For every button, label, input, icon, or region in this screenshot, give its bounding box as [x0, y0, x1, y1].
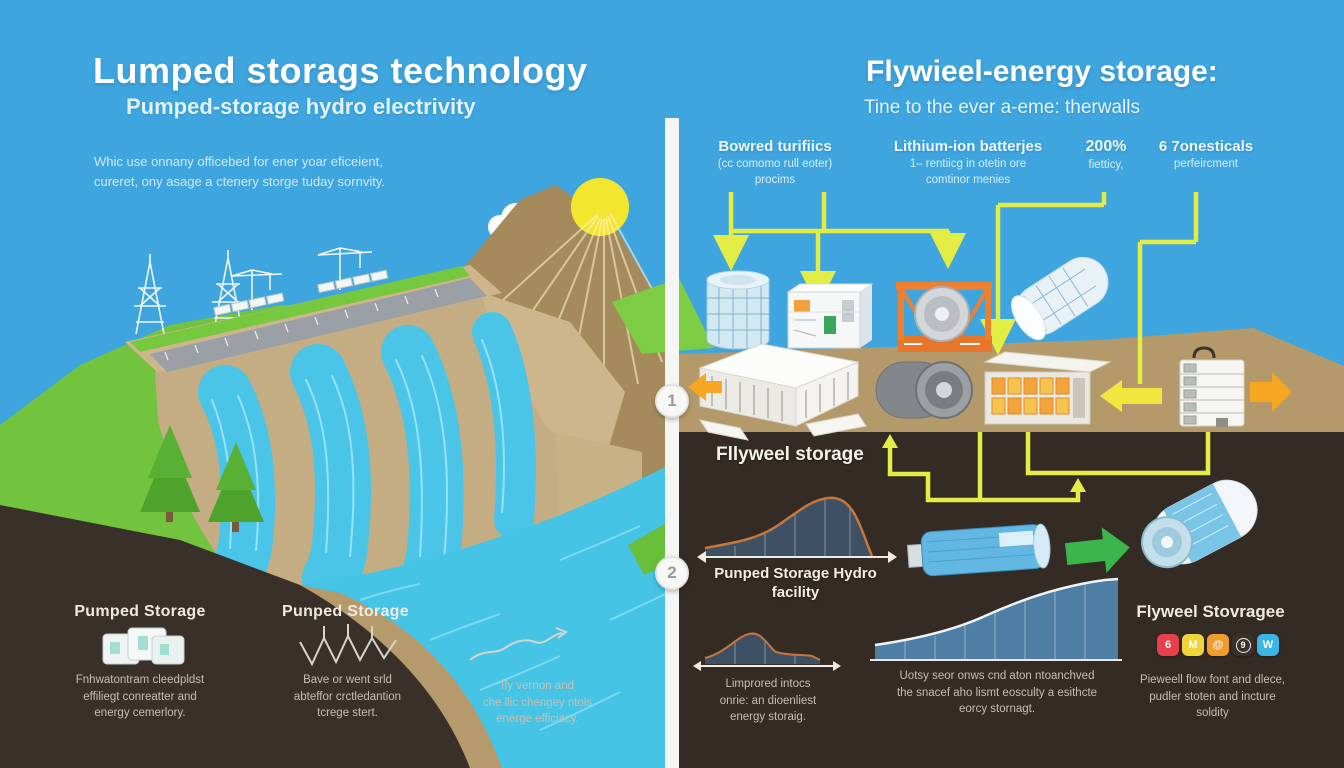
- chart3-caption: Uotsy seor onws cnd aton ntoanchved the …: [896, 670, 1098, 716]
- squiggle-arrow-icon: [469, 627, 569, 661]
- right-footer-title: Flyweel Stovragee: [1136, 602, 1285, 621]
- divider-bar: [665, 118, 679, 768]
- column-sub: 1– rentiicg in otetin ore comtinor menie…: [909, 158, 1027, 186]
- left-intro: Whic use onnany officebed for ener yoar …: [94, 152, 385, 192]
- left-footer-caption-2: Bave or went srld abteffor crctledantion…: [293, 674, 402, 720]
- column-title: Lithium-ion batterjes: [893, 138, 1043, 155]
- waterfall-texture: [211, 339, 505, 561]
- zigzag-molecule-icon: [299, 624, 397, 667]
- flywheel-cage-orange: [896, 282, 992, 352]
- app-icon-blue: W: [1257, 634, 1279, 656]
- mini-chart-2: [693, 632, 841, 671]
- cylinder-tilted-blue: [1011, 256, 1109, 341]
- arrow-up-icon: [882, 434, 898, 448]
- right-footer-caption: Pieweell flow font and dlece, pudler sto…: [1139, 674, 1286, 720]
- column-header-200: 200% fietticy,: [1066, 138, 1146, 174]
- arrow-right-orange-icon: [1250, 372, 1292, 412]
- left-title: Lumped storags technology: [93, 50, 588, 91]
- mini-chart-1: [697, 496, 897, 563]
- connector-lines-top: [713, 192, 1199, 384]
- app-icon-yellow: M: [1182, 634, 1204, 656]
- step-badge-2: 2: [655, 556, 689, 590]
- flywheel-storage-label: Fllyweel storage: [716, 444, 864, 465]
- arrow-right-green-icon: [1065, 527, 1130, 573]
- battery-pack-icon: [102, 627, 185, 665]
- right-title: Flywieel-energy storage:: [866, 55, 1218, 88]
- intro-line: Whic use onnany officebed for ener yoar …: [94, 154, 383, 169]
- chart2-caption: Limprored intocs onrie: an dioenliest en…: [719, 678, 817, 724]
- pylon-icon: [134, 254, 166, 335]
- shore-strip: [300, 585, 502, 768]
- trees: [140, 425, 264, 532]
- column-title: Bowred turifiics: [718, 138, 832, 155]
- river: [300, 460, 679, 768]
- column-title: 200%: [1085, 138, 1127, 155]
- arrow-left-orange-icon: [688, 373, 722, 401]
- left-footer-caption-1: Fnhwatontram cleedpldst effiliegt conrea…: [75, 674, 205, 720]
- column-header-lithium-ion: Lithium-ion batterjes 1– rentiicg in ote…: [878, 138, 1058, 188]
- train-icon: [317, 269, 389, 294]
- left-footer-title-2: Punped Storage: [282, 603, 409, 620]
- column-header-onesticals: 6 7onesticals perfeircment: [1156, 138, 1256, 173]
- river-texture: [359, 525, 671, 731]
- control-box-white: [786, 283, 874, 349]
- column-sub: (cc comomo rull eoter) procims: [717, 158, 833, 186]
- storage-cabinet: [1179, 346, 1245, 427]
- left-subtitle: Pumped-storage hydro electrivity: [126, 94, 476, 119]
- train-icon: [213, 292, 285, 317]
- dark-ground-left: [0, 505, 470, 768]
- right-subtitle: Tine to the ever a-eme: therwalls: [864, 97, 1140, 118]
- app-icon-red: 6: [1157, 634, 1179, 656]
- tree-icon: [208, 442, 264, 532]
- transmission-towers: [134, 250, 244, 335]
- app-icon-row: 6 M @ 9 W: [1157, 634, 1279, 656]
- grass-wedge-upper: [612, 278, 714, 354]
- step-badge-1: 1: [655, 384, 689, 418]
- column-title: 6 7onesticals: [1158, 138, 1254, 155]
- battery-container: [983, 351, 1112, 425]
- arrow-up-icon: [1070, 478, 1086, 492]
- tree-icon: [140, 425, 200, 522]
- gray-drum: [875, 361, 973, 419]
- chart1-caption: Punped Storage Hydro facility: [714, 565, 877, 601]
- flywheel-canister-blue: [706, 270, 770, 350]
- app-icon-dark: 9: [1232, 634, 1254, 656]
- connector-lines-bottom: [887, 432, 1211, 503]
- mini-chart-3: [870, 577, 1122, 661]
- left-footer-caption-3: Ify vernon and che llic chengey ntols en…: [482, 680, 593, 726]
- column-header-bowred-turifiics: Bowred turifiics (cc comomo rull eoter) …: [690, 138, 860, 188]
- industrial-building: [698, 343, 867, 441]
- left-footer-title-1: Pumped Storage: [74, 603, 206, 620]
- app-icon-orange: @: [1207, 634, 1229, 656]
- cranes-and-trains: [213, 247, 389, 317]
- intro-line: cureret, ony asage a ctenery storge tuda…: [94, 174, 385, 190]
- railing-ticks: [164, 288, 439, 361]
- arrow-left-yellow-icon: [1100, 380, 1162, 412]
- flywheel-canister-tilted: [1141, 479, 1258, 569]
- battery-cell: [906, 523, 1051, 577]
